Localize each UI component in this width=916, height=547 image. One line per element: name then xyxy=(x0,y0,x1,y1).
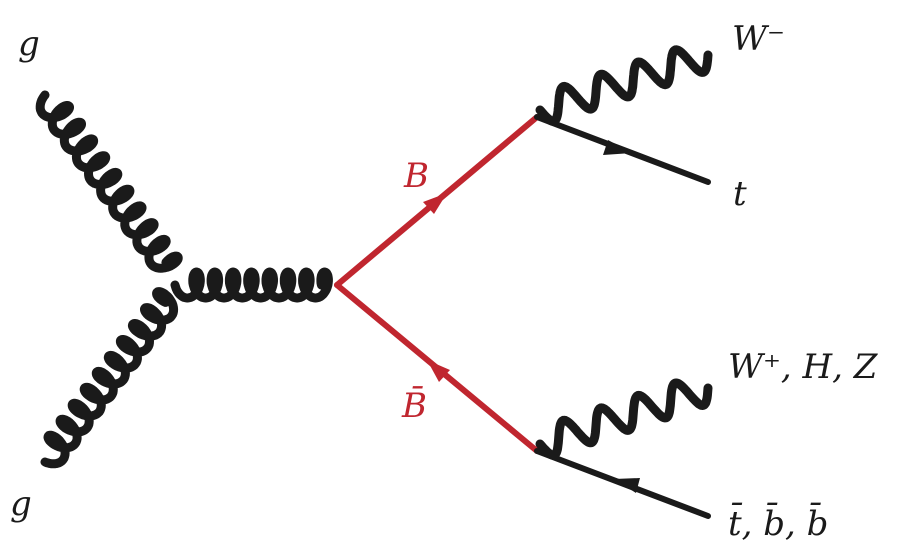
label-t: t xyxy=(733,174,747,214)
fermion-arrow-t xyxy=(603,140,632,155)
label-gluon-top: g xyxy=(18,24,40,64)
label-gluon-bottom: g xyxy=(10,484,32,524)
gluon-line-incoming-top xyxy=(35,90,183,273)
fermion-arrow-Bbar xyxy=(427,360,450,382)
gluon-line-propagator xyxy=(170,267,333,303)
boson-line-W-plus-H-Z xyxy=(535,378,713,460)
fermion-arrow-antiquarks xyxy=(614,478,640,493)
boson-line-W-minus xyxy=(535,45,713,126)
label-antiquarks: t̄, b̄, b̄ xyxy=(728,502,828,544)
label-W-minus: W⁻ xyxy=(732,19,785,59)
label-B: B xyxy=(403,156,429,196)
label-W-plus-H-Z: W⁺, H, Z xyxy=(728,347,879,387)
gluon-line-incoming-bottom xyxy=(40,287,179,469)
fermion-arrow-B xyxy=(423,193,447,214)
label-Bbar: B̄ xyxy=(401,385,427,426)
